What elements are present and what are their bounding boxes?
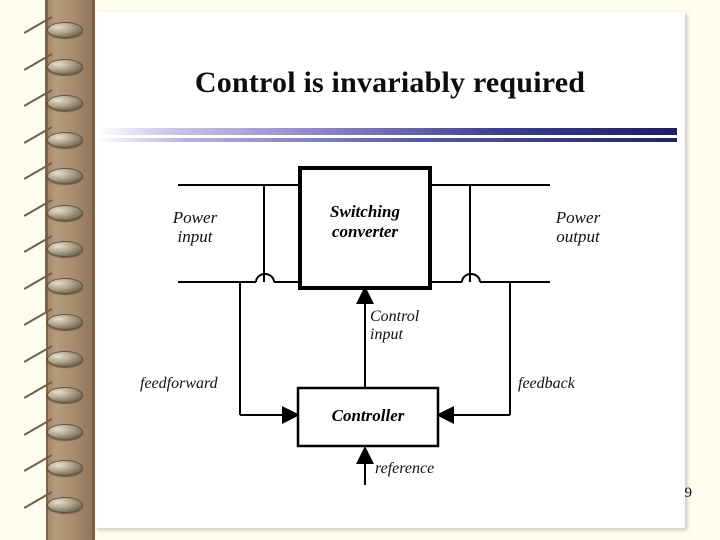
- spiral-ring: [47, 350, 83, 367]
- spiral-ring: [47, 277, 83, 294]
- block-switching-converter: Switching converter: [330, 202, 400, 241]
- spiral-ring: [47, 387, 83, 403]
- page-title: Control is invariably required: [194, 66, 586, 99]
- spiral-ring: [47, 95, 83, 111]
- label-power-input: Power input: [172, 208, 218, 247]
- label-power-output: Power output: [555, 208, 601, 247]
- spiral-ring: [47, 460, 83, 476]
- divider-gap: [97, 135, 677, 138]
- binder-edge-right: [92, 0, 95, 540]
- page-number: 9: [684, 485, 693, 501]
- title-divider: [97, 128, 677, 142]
- block-controller: Controller: [331, 406, 405, 425]
- spiral-ring: [47, 314, 83, 330]
- divider-gradient-top: [97, 128, 677, 135]
- spiral-ring: [47, 496, 83, 513]
- label-feedback: feedback: [518, 375, 575, 392]
- spiral-ring: [47, 423, 83, 440]
- label-reference: reference: [375, 460, 435, 477]
- label-control-input: Control input: [370, 308, 420, 343]
- notebook-binder-strip: [45, 0, 95, 540]
- spiral-ring: [47, 241, 83, 257]
- spiral-ring: [47, 204, 83, 221]
- divider-gradient-bottom: [97, 138, 677, 142]
- binder-edge-left: [45, 0, 48, 540]
- spiral-ring: [47, 168, 83, 184]
- label-feedforward: feedforward: [140, 375, 218, 392]
- spiral-ring: [47, 58, 83, 75]
- block-diagram: Switching converter Controller Power inp…: [120, 160, 660, 500]
- diagram-lines: [178, 166, 550, 485]
- spiral-ring: [47, 22, 83, 38]
- spiral-ring: [47, 131, 83, 148]
